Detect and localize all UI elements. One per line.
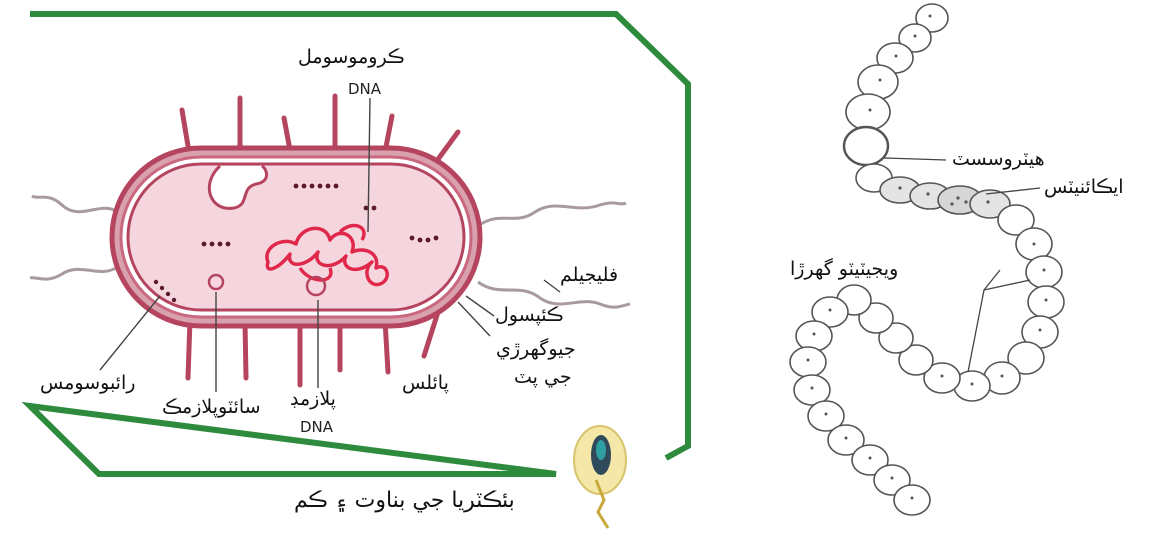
- diagram-caption: بئڪٽريا جي بناوت ۽ ڪم: [294, 488, 515, 513]
- flagellum-right-top: [478, 203, 626, 226]
- filament-upper: [837, 4, 1064, 401]
- label-chromosome: ڪروموسومل: [298, 46, 404, 68]
- label-heterocyst: هيٽروسسٽ: [952, 148, 1045, 170]
- pilus: [188, 320, 190, 378]
- pilus: [284, 118, 290, 150]
- label-akinetes: ايڪائنيٽس: [1044, 176, 1124, 198]
- label-plasmid: پلازمڊ: [290, 388, 336, 410]
- label-pilus: پائلس: [402, 372, 449, 394]
- leader-wall: [458, 302, 490, 336]
- label-cytoplasm: سائٽوپلازمڪ: [162, 396, 261, 418]
- label-vegetative-cell: ويجيٽيٽو گهرڙا: [790, 258, 898, 280]
- inset-bacterium-image: [574, 426, 626, 528]
- leader-capsule: [466, 296, 494, 316]
- leader-flagellum: [544, 280, 560, 292]
- label-capsule: ڪئپسول: [495, 304, 564, 326]
- leader-heterocyst: [884, 158, 946, 160]
- label-cell-wall-line2: جي پٽ: [514, 366, 572, 388]
- heterocyst-cell: [844, 127, 888, 165]
- label-cell-wall-line1: جيوگهرڙي: [496, 338, 576, 360]
- label-flagellum: فليجيلم: [560, 264, 618, 286]
- leader-ribosomes: [100, 296, 160, 370]
- flagellum-left-bottom: [30, 268, 116, 279]
- pilus: [436, 132, 458, 162]
- flagellum-left-top: [32, 196, 118, 212]
- pilus: [245, 322, 246, 378]
- label-chromosome-dna: DNA: [348, 80, 381, 98]
- label-ribosomes: رائبوسومس: [40, 372, 135, 394]
- label-plasmid-dna: DNA: [300, 418, 333, 436]
